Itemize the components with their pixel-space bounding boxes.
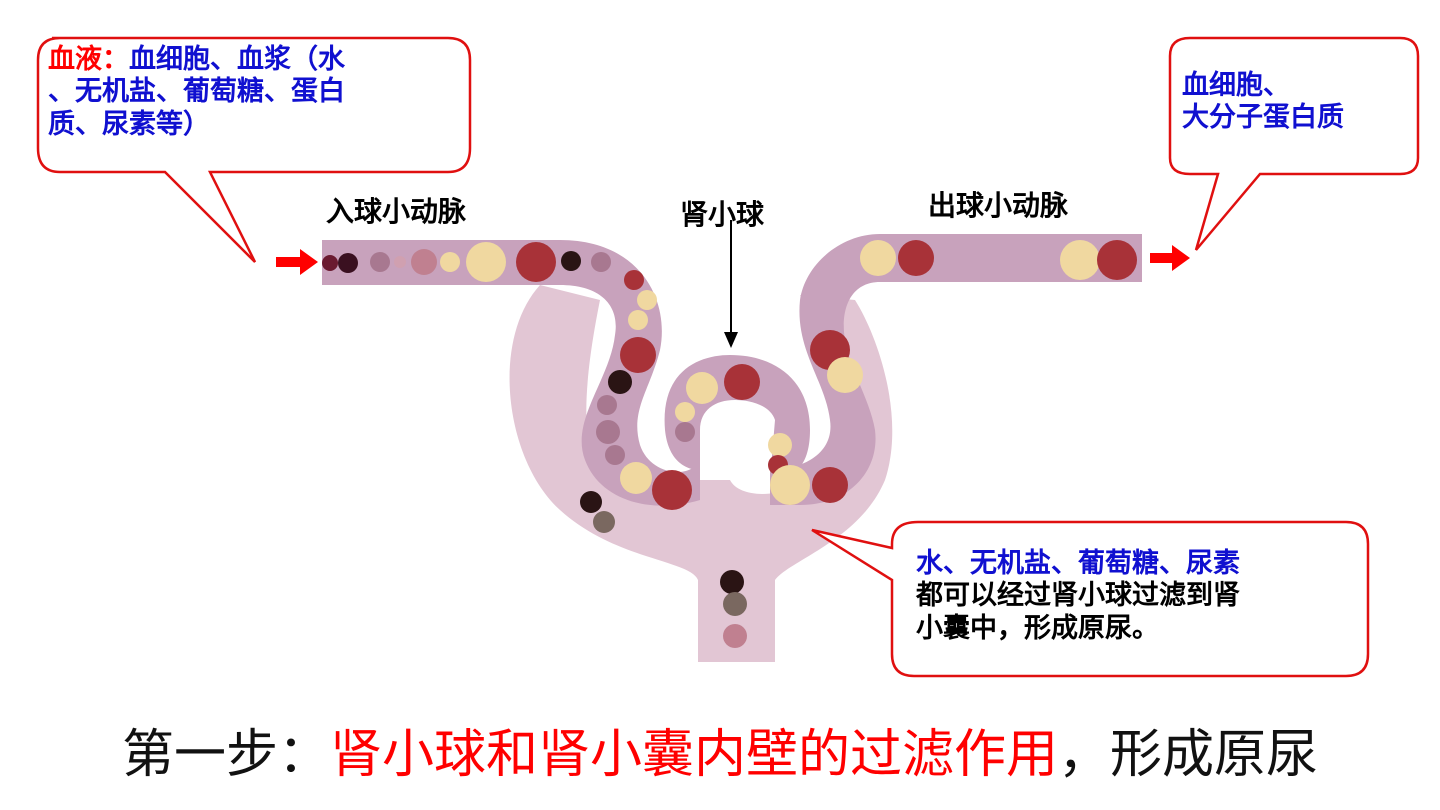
callout-filtrate-text: 水、无机盐、葡萄糖、尿素 都可以经过肾小球过滤到肾 小囊中，形成原尿。 bbox=[916, 548, 1240, 645]
label-glomerulus: 肾小球 bbox=[680, 198, 765, 231]
outflow-line1: 血细胞、 bbox=[1182, 70, 1290, 101]
efferent-arteriole bbox=[770, 234, 1142, 505]
caption-suffix: ，形成原尿 bbox=[1058, 725, 1319, 785]
label-afferent-arteriole: 入球小动脉 bbox=[326, 195, 467, 228]
filtrate-line2: 都可以经过肾小球过滤到肾 bbox=[916, 580, 1240, 612]
outflow-arrow bbox=[1150, 245, 1190, 271]
bowmans-capsule bbox=[509, 285, 893, 662]
filtrate-line1: 水、无机盐、葡萄糖、尿素 bbox=[916, 548, 1240, 579]
cells-tube bbox=[720, 570, 747, 648]
label-efferent-arteriole: 出球小动脉 bbox=[928, 189, 1069, 222]
caption: 第一步：肾小球和肾小囊内壁的过滤作用，形成原尿 bbox=[0, 712, 1440, 787]
blood-colon: ： bbox=[102, 44, 129, 75]
caption-highlight: 肾小球和肾小囊内壁的过滤作用 bbox=[329, 725, 1058, 785]
filtrate-line3: 小囊中，形成原尿。 bbox=[916, 612, 1159, 644]
caption-prefix: 第一步： bbox=[121, 725, 330, 785]
glomerulus-pointer-head bbox=[724, 332, 738, 348]
outflow-line2: 大分子蛋白质 bbox=[1182, 102, 1344, 134]
cells-glomerulus bbox=[675, 364, 792, 475]
blood-text-line1: 血细胞、血浆（水 bbox=[129, 44, 345, 75]
blood-text-line2: 、无机盐、葡萄糖、蛋白 bbox=[48, 76, 345, 108]
inflow-arrow bbox=[276, 249, 318, 275]
callout-blood-text: 血液：血细胞、血浆（水 、无机盐、葡萄糖、蛋白 质、尿素等） bbox=[48, 44, 463, 141]
callout-outflow-bubble bbox=[1168, 36, 1420, 251]
cells-afferent bbox=[322, 242, 692, 533]
cells-efferent bbox=[770, 240, 1137, 505]
callout-blood-bubble bbox=[36, 36, 472, 263]
callout-outflow-text: 血细胞、 大分子蛋白质 bbox=[1182, 70, 1344, 135]
callout-filtrate-bubble bbox=[811, 520, 1370, 678]
blood-text-line3: 质、尿素等） bbox=[48, 108, 210, 140]
blood-key: 血液 bbox=[48, 44, 102, 75]
